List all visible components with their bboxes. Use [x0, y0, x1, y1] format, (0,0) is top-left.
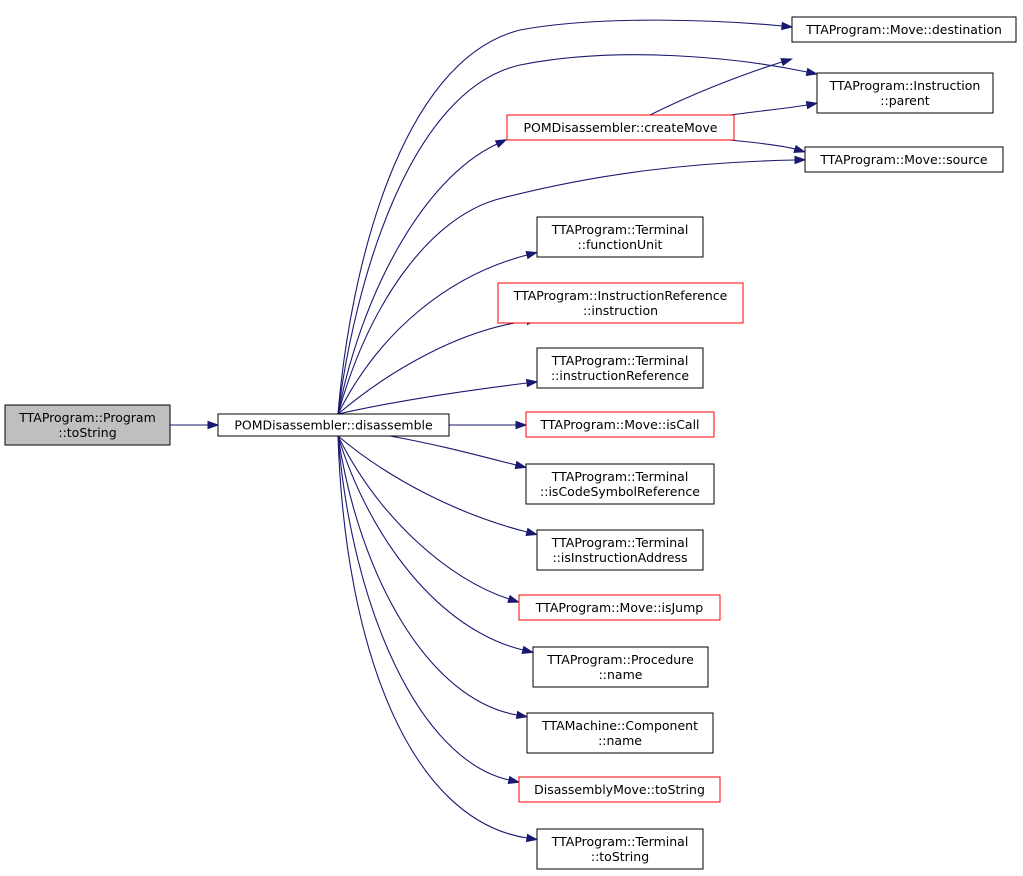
node-isInstructionAddress[interactable]: TTAProgram::Terminal::isInstructionAddre…	[536, 529, 704, 571]
node-disassemble[interactable]: POMDisassembler::disassemble	[217, 413, 450, 437]
node-termToString[interactable]: TTAProgram::Terminal::toString	[536, 828, 704, 870]
edge-disassemble-to-isCall	[448, 420, 528, 430]
edge-createMove-to-source	[729, 139, 807, 153]
edge-disassemble-to-isInstructionAddress	[337, 435, 539, 536]
node-box	[526, 712, 714, 754]
edge-disassemble-to-functionUnit	[337, 251, 539, 415]
node-box	[506, 114, 735, 141]
edge-createMove-to-destination	[649, 58, 793, 116]
node-box	[217, 413, 450, 437]
node-label: ::name	[599, 667, 643, 682]
node-label: ::instruction	[583, 303, 658, 318]
node-destination[interactable]: TTAProgram::Move::destination	[791, 16, 1017, 43]
node-parent[interactable]: TTAProgram::Instruction::parent	[816, 72, 994, 114]
edges-layer	[169, 19, 819, 843]
edge-root-to-disassemble	[169, 420, 220, 430]
node-label: ::isInstructionAddress	[552, 550, 687, 565]
node-label: POMDisassembler::disassemble	[234, 418, 433, 433]
node-box	[525, 463, 715, 505]
node-label: TTAProgram::Move::isJump	[535, 600, 704, 615]
node-isCall[interactable]: TTAProgram::Move::isCall	[525, 411, 715, 438]
node-label: ::name	[598, 733, 642, 748]
node-label: TTAProgram::Instruction	[829, 78, 981, 93]
node-box	[497, 282, 744, 324]
node-root[interactable]: TTAProgram::Program::toString	[4, 404, 171, 446]
edge-disassemble-to-instructionReference	[337, 378, 539, 415]
node-box	[536, 216, 704, 258]
node-box	[518, 776, 721, 803]
node-isCodeSymbolReference[interactable]: TTAProgram::Terminal::isCodeSymbolRefere…	[525, 463, 715, 505]
node-box	[816, 72, 994, 114]
node-label: TTAProgram::Terminal	[551, 834, 689, 849]
node-label: TTAProgram::Terminal	[551, 353, 689, 368]
edge-disassemble-to-isJump	[337, 435, 520, 603]
node-label: ::toString	[591, 849, 649, 864]
node-label: TTAProgram::Terminal	[551, 222, 689, 237]
node-label: TTAProgram::Program	[18, 410, 156, 425]
node-dmToString[interactable]: DisassemblyMove::toString	[518, 776, 721, 803]
node-label: POMDisassembler::createMove	[524, 120, 718, 135]
node-label: ::parent	[880, 93, 929, 108]
edge-disassemble-to-isCodeSymbolReference	[389, 435, 528, 469]
node-instruction[interactable]: TTAProgram::InstructionReference::instru…	[497, 282, 744, 324]
node-label: ::functionUnit	[578, 237, 663, 252]
edge-disassemble-to-dmToString	[337, 435, 521, 784]
node-box	[791, 16, 1017, 43]
node-box	[536, 347, 704, 389]
node-box	[4, 404, 171, 446]
node-label: TTAProgram::Terminal	[551, 535, 689, 550]
node-label: TTAProgram::Move::isCall	[539, 417, 699, 432]
node-box	[525, 411, 715, 438]
edge-disassemble-to-compName	[337, 435, 529, 720]
node-label: TTAMachine::Component	[541, 718, 698, 733]
edge-disassemble-to-parent	[337, 54, 819, 415]
nodes-layer: TTAProgram::Program::toString POMDisassem…	[4, 16, 1017, 870]
node-instructionReference[interactable]: TTAProgram::Terminal::instructionReferen…	[536, 347, 704, 389]
node-label: TTAProgram::InstructionReference	[513, 288, 728, 303]
node-compName[interactable]: TTAMachine::Component::name	[526, 712, 714, 754]
node-label: DisassemblyMove::toString	[534, 782, 705, 797]
node-procName[interactable]: TTAProgram::Procedure::name	[532, 646, 709, 688]
node-label: ::toString	[58, 425, 116, 440]
node-box	[518, 594, 721, 621]
node-label: TTAProgram::Terminal	[551, 469, 689, 484]
node-label: ::instructionReference	[551, 368, 689, 383]
edge-disassemble-to-source	[337, 155, 807, 415]
node-box	[536, 529, 704, 571]
node-source[interactable]: TTAProgram::Move::source	[804, 146, 1004, 173]
node-label: ::isCodeSymbolReference	[540, 484, 700, 499]
edge-disassemble-to-destination	[337, 19, 794, 415]
node-box	[804, 146, 1004, 173]
node-createMove[interactable]: POMDisassembler::createMove	[506, 114, 735, 141]
node-label: TTAProgram::Procedure	[546, 652, 694, 667]
edge-disassemble-to-termToString	[337, 435, 539, 843]
node-box	[532, 646, 709, 688]
node-box	[536, 828, 704, 870]
node-label: TTAProgram::Move::source	[819, 152, 988, 167]
edge-disassemble-to-procName	[337, 435, 535, 654]
edge-disassemble-to-createMove	[337, 139, 508, 415]
node-isJump[interactable]: TTAProgram::Move::isJump	[518, 594, 721, 621]
node-label: TTAProgram::Move::destination	[805, 22, 1002, 37]
node-functionUnit[interactable]: TTAProgram::Terminal::functionUnit	[536, 216, 704, 258]
edge-createMove-to-parent	[729, 100, 819, 116]
